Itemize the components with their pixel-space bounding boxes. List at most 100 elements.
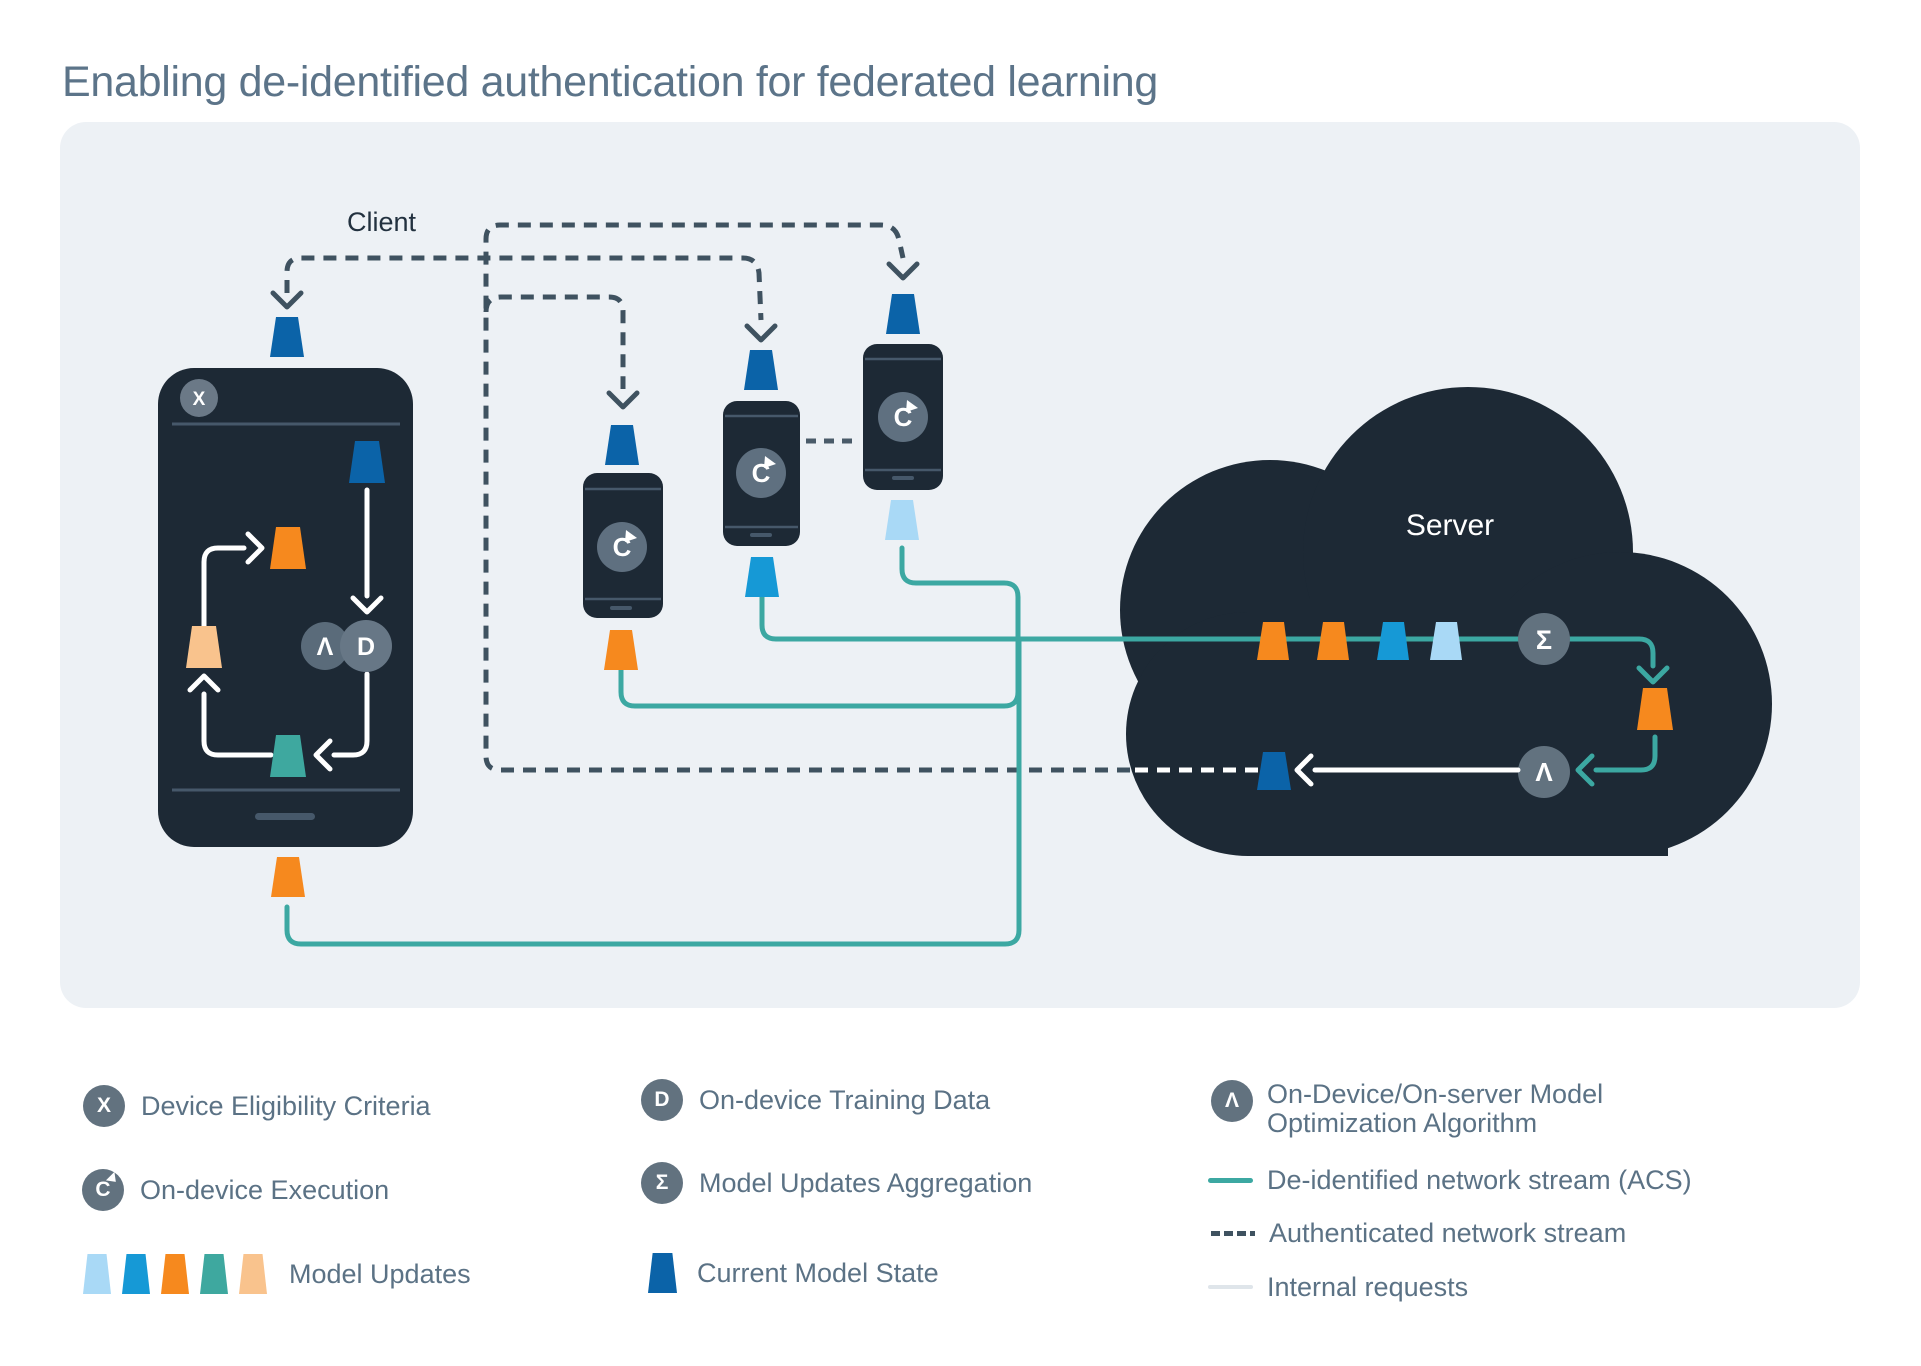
- orange-update-trapezoid: [270, 527, 306, 569]
- aggregation-badge-glyph: Σ: [1536, 625, 1552, 655]
- legend-label: Device Eligibility Criteria: [141, 1090, 431, 1121]
- legend-label: On-device Execution: [140, 1174, 390, 1205]
- model-update-swatches: [83, 1254, 267, 1294]
- authenticated-stream-lines: [284, 222, 1130, 773]
- legend-device-eligibility: X Device Eligibility Criteria: [83, 1085, 431, 1127]
- client-phone-b: C: [723, 401, 800, 546]
- client-phone-a: C: [583, 473, 663, 618]
- aggregation-badge: [1518, 613, 1570, 665]
- internal-request-server-arrow: [1294, 753, 1521, 787]
- home-bar: [255, 813, 315, 820]
- optimization-badge-glyph: Λ: [317, 633, 334, 661]
- incoming-update-orange-1: [1257, 622, 1289, 660]
- legend-label: Current Model State: [697, 1257, 939, 1288]
- execution-badge: [878, 392, 928, 442]
- blue-trapezoid-icon: [122, 1254, 150, 1294]
- sigma-glyph: Σ: [655, 1171, 669, 1194]
- x-badge-icon: X: [83, 1085, 125, 1127]
- optimization-badge-server-glyph: Λ: [1535, 757, 1553, 787]
- optimization-badge-server: [1518, 746, 1570, 798]
- execution-badge: [597, 522, 647, 572]
- sigma-badge-icon: Σ: [641, 1162, 683, 1204]
- d-glyph: D: [654, 1088, 670, 1111]
- legend-on-device-execution: C On-device Execution: [82, 1169, 389, 1211]
- state-to-phone-a: [605, 425, 639, 465]
- refresh-badge-icon: C: [82, 1169, 124, 1211]
- legend-label: On-device Training Data: [699, 1084, 991, 1115]
- acs-from-big-phone: [284, 637, 1022, 947]
- optimization-badge: [301, 622, 349, 670]
- auth-branch-bigphone-phone-b: [284, 255, 764, 321]
- gray-line-icon: [1208, 1285, 1253, 1289]
- refresh-arrow-tip: [625, 530, 637, 542]
- state-to-phone-c: [886, 294, 920, 334]
- lambda-glyph: Λ: [1224, 1089, 1239, 1112]
- legend-current-model-state: Current Model State: [648, 1253, 939, 1293]
- server-internals: Σ Λ Server: [1257, 509, 1673, 798]
- training-data-badge-glyph: D: [357, 633, 375, 661]
- dashed-line-icon: [1211, 1230, 1255, 1236]
- client-label: Client: [347, 207, 417, 237]
- orange-trapezoid-icon: [161, 1254, 189, 1294]
- eligibility-badge-glyph: X: [193, 389, 206, 410]
- auth-branch-phone-a: [483, 294, 626, 389]
- update-from-phone-c: [885, 500, 919, 540]
- deidentified-stream-lines: [284, 545, 1670, 947]
- eligibility-badge: [180, 379, 218, 417]
- legend-label: Authenticated network stream: [1269, 1217, 1627, 1248]
- legend-optimization-algorithm: Λ On-Device/On-server Model Optimization…: [1211, 1080, 1603, 1138]
- teal-line-icon: [1208, 1177, 1253, 1183]
- legend-internal-requests: Internal requests: [1208, 1265, 1468, 1309]
- model-state-and-update-trapezoids: [270, 294, 920, 897]
- lightblue-trapezoid-icon: [83, 1254, 111, 1294]
- teal-trapezoid-icon: [200, 1254, 228, 1294]
- arrow-to-phone-b-state: [744, 323, 778, 343]
- client-phone-c: C: [863, 344, 943, 490]
- aggregated-update-trapezoid: [1637, 688, 1673, 730]
- update-from-phone-b: [745, 557, 779, 597]
- legend-aggregation: Σ Model Updates Aggregation: [641, 1162, 1032, 1204]
- server-label: Server: [1406, 509, 1494, 542]
- current-model-state-trapezoid: [349, 441, 385, 483]
- incoming-update-blue: [1377, 622, 1409, 660]
- acs-arrow-left: [1575, 753, 1595, 787]
- training-data-badge: [340, 620, 392, 672]
- acs-sigma-to-aggregate: [1567, 636, 1656, 669]
- incoming-update-orange-2: [1317, 622, 1349, 660]
- execution-badge: [736, 448, 786, 498]
- internal-request-arrows: [187, 487, 384, 772]
- legend-label: De-identified network stream (ACS): [1267, 1164, 1692, 1195]
- new-model-state-trapezoid: [1257, 752, 1291, 790]
- tan-update-trapezoid: [186, 626, 222, 668]
- legend-training-data: D On-device Training Data: [641, 1079, 990, 1121]
- legend-deidentified-stream: De-identified network stream (ACS): [1208, 1158, 1692, 1202]
- state-to-phone-b: [744, 350, 778, 390]
- legend-label: Internal requests: [1267, 1271, 1469, 1302]
- incoming-update-lightblue: [1430, 622, 1462, 660]
- acs-aggregate-to-lambda: [1593, 734, 1658, 773]
- c-glyph: C: [95, 1178, 111, 1201]
- legend-label-line2: Optimization Algorithm: [1267, 1108, 1538, 1138]
- lambda-badge-icon: Λ: [1211, 1080, 1253, 1122]
- legend-model-updates: Model Updates: [83, 1254, 471, 1294]
- legend-authenticated-stream: Authenticated network stream: [1211, 1211, 1626, 1255]
- refresh-arrow-tip: [764, 456, 776, 468]
- tan-trapezoid-icon: [239, 1254, 267, 1294]
- legend-label-line1: On-Device/On-server Model: [1267, 1079, 1604, 1109]
- acs-arrow-down: [1636, 665, 1670, 685]
- teal-update-trapezoid: [270, 735, 306, 777]
- acs-from-phone-c: [899, 545, 1021, 643]
- current-model-state-icon: [648, 1253, 677, 1293]
- state-to-big-phone: [270, 317, 304, 357]
- update-from-phone-a: [604, 630, 638, 670]
- arrow-to-bigphone-state: [270, 290, 304, 310]
- update-from-big-phone: [271, 857, 305, 897]
- legend-label: Model Updates: [289, 1258, 471, 1289]
- page-title: Enabling de-identified authentication fo…: [62, 58, 1159, 106]
- legend-label: On-Device/On-server Model Optimization A…: [1267, 1080, 1603, 1138]
- arrow-to-phone-c-state: [886, 261, 920, 281]
- big-client-phone: X Λ D: [158, 368, 413, 847]
- d-badge-icon: D: [641, 1079, 683, 1121]
